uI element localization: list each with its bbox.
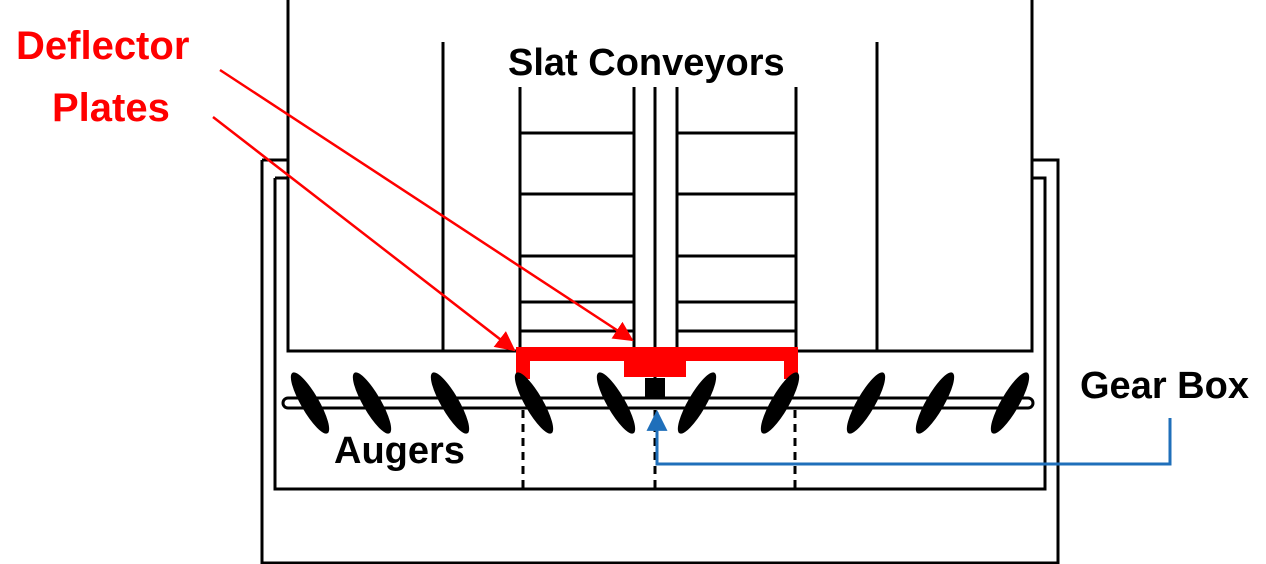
slat-conveyor-right [675,87,798,351]
deflector-arrow-upper [219,68,634,342]
auger-flights [290,372,1030,434]
slat-conveyors-label: Slat Conveyors [508,42,785,84]
deflector-plates [516,347,798,379]
section-lines [521,410,797,489]
slat-conveyor-left [518,87,636,351]
gearbox-leader [646,409,1172,466]
deflector-arrow-lower [212,116,516,352]
auger-trough [273,176,1047,491]
gear-box [645,378,665,398]
auger-shaft [281,396,1035,410]
deflector-label-line1: Deflector [16,24,190,68]
outer-housing [260,158,1060,564]
gear-box-label: Gear Box [1080,365,1249,407]
augers-label: Augers [334,430,465,472]
deflector-label-line2: Plates [52,86,170,130]
